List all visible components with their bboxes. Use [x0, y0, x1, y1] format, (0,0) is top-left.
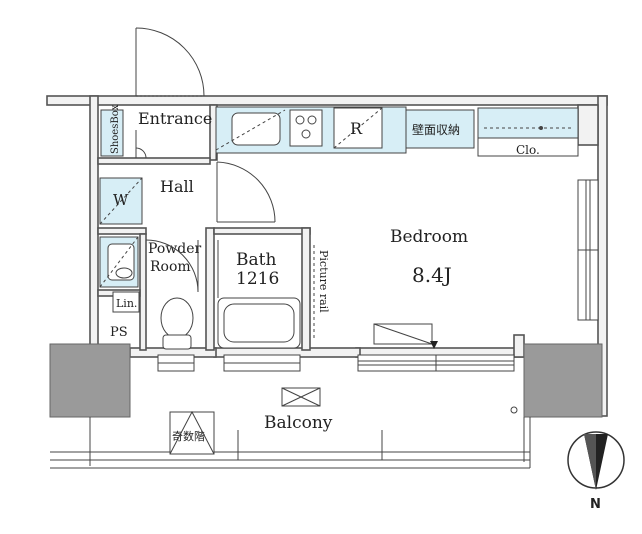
picture-rail-label: Picture rail — [317, 250, 330, 313]
bath-window[interactable] — [223, 354, 301, 372]
entrance-door[interactable] — [135, 27, 205, 97]
washer-bottom-wall — [97, 227, 147, 235]
column-right — [523, 343, 603, 418]
closet-label: Clo. — [516, 143, 540, 157]
bath-label-1: Bath — [236, 250, 276, 270]
bath-right-wall — [301, 227, 311, 351]
refrigerator-label: R — [350, 119, 363, 138]
bathtub — [217, 297, 301, 349]
bath-left-wall — [205, 227, 215, 351]
left-wall — [89, 95, 99, 347]
compass-north-label: N — [590, 497, 601, 512]
closet-door-track — [477, 137, 579, 157]
bedroom-right-jog — [513, 334, 525, 358]
escape-hatch-label: 奇数階 — [172, 429, 205, 443]
kitchen-sink — [231, 112, 281, 146]
linen-cabinet — [112, 291, 140, 313]
wall-storage-label: 壁面収納 — [412, 122, 460, 137]
right-wall-jog — [577, 104, 599, 146]
balcony-sliding-window[interactable] — [357, 354, 515, 372]
bath-label-2: 1216 — [236, 269, 279, 289]
basin-bowl — [115, 267, 133, 279]
bedroom-size: 8.4J — [412, 263, 452, 287]
washer-diagonal — [99, 177, 143, 225]
bedroom-window-right[interactable] — [577, 179, 599, 321]
entrance-step-curve — [135, 147, 147, 159]
pipe-space-label: PS — [110, 325, 128, 340]
bath-top-wall — [213, 227, 311, 235]
top-wall — [46, 95, 608, 106]
sink-diagonal — [215, 109, 286, 151]
stove — [289, 109, 323, 147]
entrance-label: Entrance — [138, 109, 212, 128]
air-conditioner — [373, 323, 438, 349]
powder-room-label-2: Room — [150, 259, 191, 275]
escape-hatch — [169, 410, 215, 455]
closet — [477, 107, 579, 139]
shoes-box-label: ShoesBox — [110, 104, 121, 154]
powder-window[interactable] — [157, 354, 195, 372]
hall-door[interactable] — [216, 161, 276, 223]
compass-icon — [567, 431, 625, 490]
linen-label: Lin. — [116, 297, 137, 310]
toilet — [160, 297, 194, 350]
balcony-label: Balcony — [264, 413, 333, 433]
balcony — [50, 406, 531, 469]
powder-diagonal — [99, 236, 139, 288]
closet-rail-dot — [539, 126, 543, 130]
hall-top-wall — [97, 157, 211, 165]
hall-label: Hall — [160, 177, 194, 196]
bedroom-label: Bedroom — [390, 227, 468, 247]
shoes-box — [100, 109, 124, 157]
powder-room-door[interactable] — [145, 239, 199, 293]
powder-left-wall — [139, 233, 147, 351]
refrigerator — [333, 107, 383, 149]
washer-label: W — [113, 191, 129, 209]
outdoor-unit — [281, 387, 321, 407]
column-left — [49, 343, 131, 418]
fridge-diagonal — [333, 107, 383, 149]
